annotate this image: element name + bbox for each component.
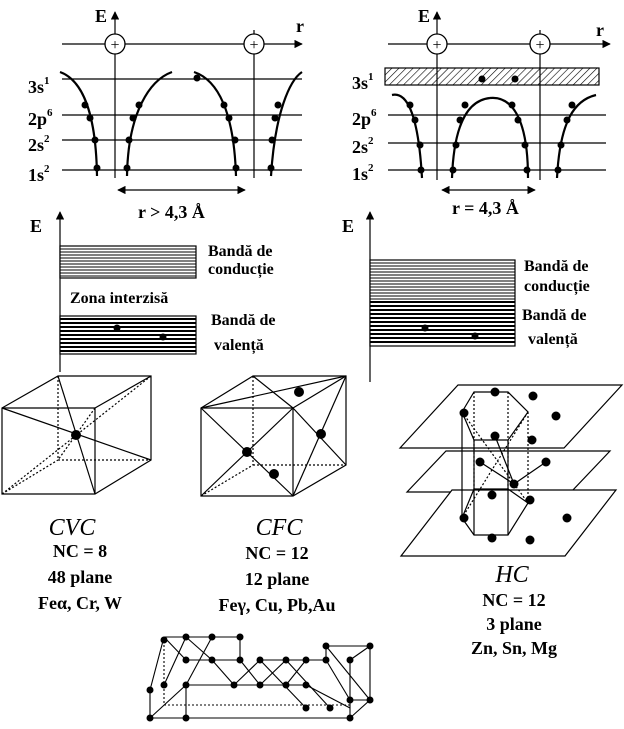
r-axis-label: r <box>296 16 304 36</box>
conduction-label-right-2: conducție <box>524 278 590 296</box>
atom <box>71 430 81 440</box>
valence-band-lines <box>370 301 515 343</box>
band-e-label-left: E <box>30 216 42 236</box>
hc-atoms <box>459 387 572 545</box>
valence-label-right-2: valență <box>528 331 578 349</box>
svg-text:2p6: 2p6 <box>28 107 53 129</box>
valence-band-lines <box>60 318 196 352</box>
slip-lattice <box>149 636 371 719</box>
energy-diagram-left <box>59 11 303 195</box>
lattice-planes-hc: 3 plane <box>486 614 542 634</box>
lattice-nc-cvc: NC = 8 <box>53 541 107 561</box>
conduction-label-left-1: Bandă de <box>208 243 272 260</box>
nucleus-left-1: + <box>104 33 126 55</box>
r-axis-label: r <box>596 20 604 40</box>
valence-label-right-1: Bandă de <box>522 307 586 324</box>
nucleus-symbol: + <box>432 37 441 54</box>
svg-text:3s1: 3s1 <box>28 75 50 97</box>
distance-label-left: r > 4,3 Å <box>138 202 205 222</box>
atom <box>242 447 252 457</box>
lattice-metals-hc: Zn, Sn, Mg <box>471 638 557 658</box>
svg-text:2p6: 2p6 <box>352 107 377 129</box>
conduction-band-lines <box>370 262 515 300</box>
lattice-planes-cfc: 12 plane <box>245 569 310 589</box>
slip-atoms <box>146 633 374 722</box>
lattice-nc-hc: NC = 12 <box>482 590 545 610</box>
conduction-band-lines <box>60 248 196 277</box>
nucleus-symbol: + <box>110 37 119 54</box>
level-labels-left: 3s1 2p6 2s2 1s2 <box>28 75 53 185</box>
band-3s-hatched <box>384 67 600 86</box>
potential-well-curve <box>555 93 597 179</box>
atom <box>269 469 279 479</box>
electron-dot <box>159 333 167 341</box>
svg-text:2s2: 2s2 <box>352 135 374 157</box>
potential-well-curve <box>193 70 238 177</box>
conduction-label-right-1: Bandă de <box>524 258 588 275</box>
electron-dot <box>421 324 429 332</box>
electron-dots-right <box>406 75 576 174</box>
valence-label-left-2: valență <box>214 337 264 355</box>
atom <box>316 429 326 439</box>
potential-well-curve <box>489 96 530 179</box>
svg-text:1s2: 1s2 <box>28 163 50 185</box>
gap-label: Zona interzisă <box>70 290 168 307</box>
distance-label-right: r = 4,3 Å <box>452 198 519 218</box>
svg-text:1s2: 1s2 <box>352 162 374 184</box>
lattice-planes-cvc: 48 plane <box>48 567 113 587</box>
potential-well-curve <box>269 71 303 177</box>
hc-cell <box>398 384 624 557</box>
nucleus-left-2: + <box>243 33 265 55</box>
band-e-label-right: E <box>342 216 354 236</box>
nucleus-right-2: + <box>529 33 551 55</box>
energy-diagram-right <box>384 11 611 195</box>
potential-well-curve <box>125 70 173 177</box>
nucleus-symbol: + <box>249 37 258 54</box>
electron-dot <box>113 324 121 332</box>
nucleus-symbol: + <box>535 37 544 54</box>
atom <box>294 387 304 397</box>
lattice-name-cvc: CVC <box>49 515 97 541</box>
level-labels-right: 3s1 2p6 2s2 1s2 <box>352 71 377 184</box>
cfc-atoms <box>242 387 326 479</box>
electron-dot <box>471 332 479 340</box>
svg-text:2s2: 2s2 <box>28 133 50 155</box>
conduction-label-left-2: conducție <box>208 261 274 279</box>
lattice-name-hc: HC <box>494 562 529 588</box>
electron-dots-left <box>81 74 282 172</box>
potential-well-curve <box>391 93 424 179</box>
lattice-metals-cvc: Feα, Cr, W <box>38 593 122 613</box>
potential-well-curve <box>450 96 491 179</box>
valence-label-left-1: Bandă de <box>211 312 275 329</box>
e-axis-label: E <box>418 6 430 26</box>
lattice-nc-cfc: NC = 12 <box>245 543 308 563</box>
lattice-name-cfc: CFC <box>256 515 304 541</box>
lattice-metals-cfc: Feγ, Cu, Pb,Au <box>219 595 336 615</box>
e-axis-label: E <box>95 6 107 26</box>
nucleus-right-1: + <box>426 33 448 55</box>
potential-well-curve <box>59 70 99 177</box>
svg-text:3s1: 3s1 <box>352 71 374 93</box>
